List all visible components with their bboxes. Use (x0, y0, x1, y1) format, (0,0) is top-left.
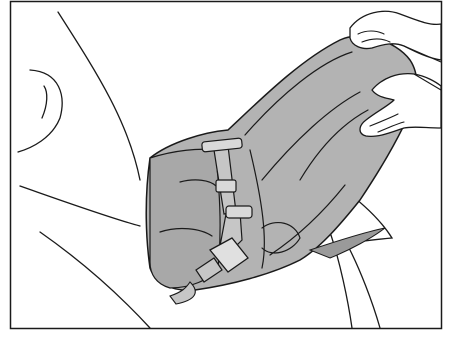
belt-adjuster (226, 206, 252, 218)
belt-lock-clip (216, 180, 236, 192)
